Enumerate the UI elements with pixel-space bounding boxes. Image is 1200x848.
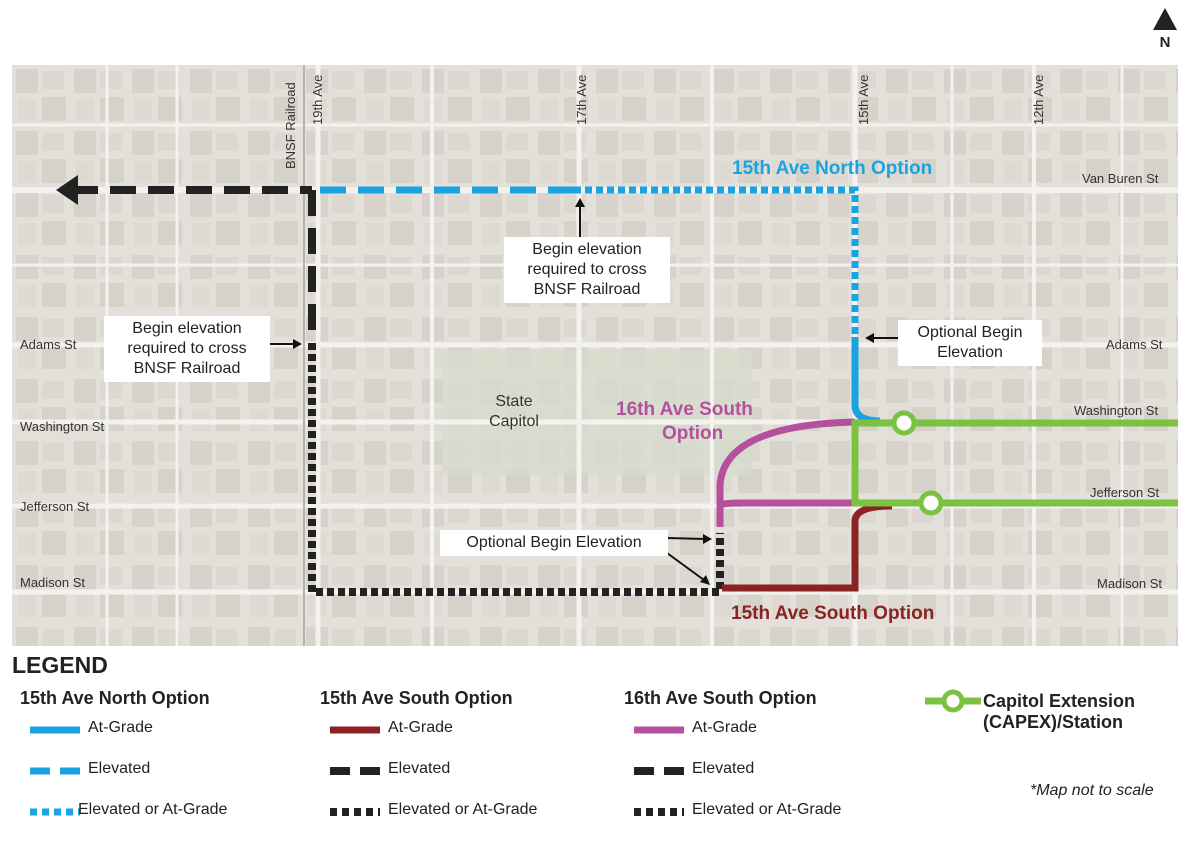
capex-legend-line1: Capitol Extension [983,691,1136,711]
legend-item-label: At-Grade [88,719,153,736]
street-label-19th-ave: 19th Ave [310,74,325,125]
swatch-elevated-or-at-grade-blue [30,808,80,816]
legend-item-at-grade: At-Grade [624,709,817,750]
south-elevated-or-at-grade-segment[interactable] [308,343,724,596]
street-label-madison-west: Madison St [20,575,86,590]
legend-item-elevated: Elevated [20,750,210,791]
capex-line[interactable] [851,419,1178,507]
street-label-jefferson-west: Jefferson St [20,499,90,514]
legend-item-elevated-or-at-grade: Elevated or At-Grade [20,791,227,832]
callout-bnsf-17th: Begin elevation required to cross BNSF R… [504,237,670,303]
street-label-washington-east: Washington St [1074,403,1159,418]
street-label-12th-ave: 12th Ave [1031,74,1046,125]
legend-group-title: 15th Ave South Option [320,688,513,708]
legend-item-elevated: Elevated [624,750,817,791]
legend-item-label: Elevated [88,760,151,777]
legend-item-label: Elevated [692,760,755,777]
swatch-at-grade-red [330,726,380,734]
legend-item-at-grade: At-Grade [20,709,210,750]
north-triangle-icon [1153,8,1177,30]
swatch-elevated-or-at-grade-black [634,808,684,816]
south16-curve-segment[interactable] [716,418,856,527]
street-label-bnsf-railroad: BNSF Railroad [283,82,298,169]
street-label-washington-west: Washington St [20,419,105,434]
legend-group-16th-south: 16th Ave South Option At-Grade Elevated … [624,688,841,832]
capex-station-washington-icon[interactable] [891,410,917,436]
legend-item-elevated-or-at-grade: Elevated or At-Grade [624,791,841,832]
legend-group-title: 16th Ave South Option [624,688,817,708]
legend-item-at-grade: At-Grade [320,709,513,750]
callout-bnsf-19th: Begin elevation required to cross BNSF R… [104,316,270,382]
legend-item-label: At-Grade [692,719,757,736]
swatch-elevated-blue [30,767,80,775]
north-label: N [1159,34,1171,51]
option-title-15th-north: 15th Ave North Option [732,158,933,179]
callout-optional-15th: Optional Begin Elevation [898,320,1042,366]
arrow-up-icon [575,198,585,207]
swatch-elevated-or-at-grade-black [330,808,380,816]
route-west-shared[interactable] [56,175,724,596]
arrow-left-icon [865,333,874,343]
legend-item-elevated: Elevated [320,750,513,791]
option-title-16th-south-line2: Option [662,423,724,444]
street-label-17th-ave: 17th Ave [574,74,589,125]
route-capex[interactable] [851,410,1178,516]
map-not-to-scale-note: *Map not to scale [1030,782,1154,799]
capitol-campus-area [442,350,752,475]
capex-legend-label: Capitol Extension (CAPEX)/Station [983,691,1135,733]
option-title-15th-south: 15th Ave South Option [731,603,935,624]
legend-item-label: Elevated or At-Grade [388,801,538,818]
callout-optional-16th: Optional Begin Elevation [440,530,668,556]
swatch-elevated-black [330,767,380,775]
street-label-van-buren: Van Buren St [1082,171,1159,186]
legend-capex: Capitol Extension (CAPEX)/Station [925,688,1135,732]
capex-legend-line2: (CAPEX)/Station [983,712,1124,732]
swatch-elevated-black [634,767,684,775]
street-label-adams-east: Adams St [1106,337,1163,352]
capex-station-jefferson-icon[interactable] [918,490,944,516]
north-arrow-icon: N [1148,8,1182,56]
south16-jefferson-segment[interactable] [718,499,855,509]
legend-item-label: Elevated or At-Grade [78,801,228,818]
swatch-at-grade-magenta [634,726,684,734]
state-capitol-label: State Capitol [489,393,539,430]
route-16th-south[interactable] [716,418,856,527]
capex-station-icon [925,689,981,713]
legend-group-15th-north: 15th Ave North Option At-Grade Elevated … [20,688,227,832]
option-title-16th-south-line1: 16th Ave South [616,399,753,420]
street-label-jefferson-east: Jefferson St [1090,485,1160,500]
street-label-madison-east: Madison St [1097,576,1163,591]
arrow-right-icon [293,339,302,349]
westbound-arrow-icon [56,175,78,205]
legend-group-15th-south: 15th Ave South Option At-Grade Elevated … [320,688,537,832]
legend-title: LEGEND [12,652,108,678]
arrow-right-icon [703,534,712,544]
street-label-15th-ave: 15th Ave [856,74,871,125]
legend-item-label: Elevated [388,760,451,777]
swatch-at-grade-blue [30,726,80,734]
street-label-adams-west: Adams St [20,337,77,352]
map-area[interactable]: Van Buren St Adams St Adams St Washingto… [12,65,1178,646]
north-elevated-or-at-grade-segment[interactable] [574,186,859,337]
legend-item-elevated-or-at-grade: Elevated or At-Grade [320,791,537,832]
legend-item-label: At-Grade [388,719,453,736]
legend-group-title: 15th Ave North Option [20,688,210,708]
arrow-down-right-icon [700,575,710,585]
legend-item-label: Elevated or At-Grade [692,801,842,818]
